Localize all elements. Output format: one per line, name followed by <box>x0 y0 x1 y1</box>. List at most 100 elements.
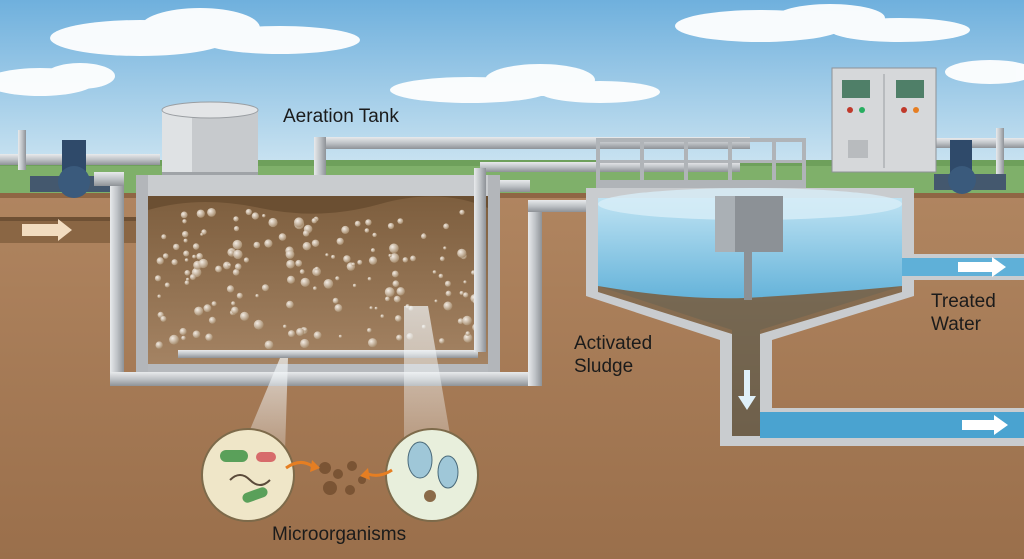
air-bubble <box>228 250 234 256</box>
control-panel-icon <box>832 68 936 172</box>
air-bubble <box>459 210 464 215</box>
air-bubble <box>157 257 164 264</box>
air-bubble <box>286 250 295 259</box>
air-bubble <box>185 280 190 285</box>
air-bubble <box>397 218 403 224</box>
air-bubble <box>283 325 287 329</box>
air-bubble <box>368 338 377 347</box>
air-bubble <box>204 304 212 312</box>
air-bubble <box>335 304 343 312</box>
air-bubble <box>169 335 179 345</box>
air-bubble <box>375 307 378 310</box>
air-bubble <box>255 294 258 297</box>
air-bubble <box>181 212 188 219</box>
air-bubble <box>335 276 339 280</box>
air-bubble <box>463 292 468 297</box>
air-bubble <box>395 315 402 322</box>
air-bubble <box>212 301 217 306</box>
air-bubble <box>352 263 356 267</box>
air-bubble <box>194 307 203 316</box>
air-bubble <box>385 287 395 297</box>
air-bubble <box>215 266 222 273</box>
air-bubble <box>388 223 394 229</box>
air-bubble <box>324 279 334 289</box>
air-bubble <box>279 233 287 241</box>
air-bubble <box>440 256 445 261</box>
air-bubble <box>190 274 196 280</box>
air-bubble <box>265 341 274 350</box>
air-bubble <box>314 269 321 276</box>
air-bubble <box>371 248 375 252</box>
air-bubble <box>303 230 309 236</box>
air-bubble <box>264 239 272 247</box>
air-bubble <box>192 255 196 259</box>
air-bubble <box>410 256 416 262</box>
air-bubble <box>246 209 252 215</box>
air-bubble <box>231 307 238 314</box>
air-bubble <box>228 263 231 266</box>
air-bubble <box>343 255 350 262</box>
air-bubble <box>160 316 166 322</box>
air-bubble <box>197 210 205 218</box>
air-bubble <box>357 260 362 265</box>
air-bubble <box>355 221 361 227</box>
air-bubble <box>233 250 242 259</box>
air-bubble <box>199 259 208 268</box>
air-bubble <box>314 331 322 339</box>
air-bubble <box>303 328 307 332</box>
air-bubble <box>394 296 401 303</box>
air-bubble <box>227 285 234 292</box>
air-bubble <box>457 249 466 258</box>
air-bubble <box>288 330 295 337</box>
air-bubble <box>392 271 399 278</box>
air-bubble <box>339 335 342 338</box>
air-bubble <box>397 287 405 295</box>
air-bubble <box>207 208 216 217</box>
air-bubble <box>403 257 408 262</box>
air-bubble <box>353 284 356 287</box>
air-bubble <box>341 226 349 234</box>
inlet-pipe <box>0 217 150 243</box>
air-bubble <box>367 328 372 333</box>
air-bubble <box>312 240 319 247</box>
air-bubble <box>161 234 166 239</box>
air-bubble <box>372 233 376 237</box>
air-bubble <box>244 257 249 262</box>
air-bubble <box>462 316 472 326</box>
air-bubble <box>313 286 317 290</box>
air-bubble <box>333 298 339 304</box>
air-bubble <box>268 218 277 227</box>
air-bubble <box>181 336 186 341</box>
air-bubble <box>262 284 269 291</box>
air-bubble <box>196 253 203 260</box>
air-bubble <box>233 216 238 221</box>
air-bubble <box>331 255 335 259</box>
air-bubble <box>286 301 294 309</box>
air-bubble <box>157 295 161 299</box>
air-bubble <box>237 293 243 299</box>
air-bubble <box>300 269 305 274</box>
air-bubble <box>254 320 264 330</box>
activated-sludge-label-line1: Activated <box>574 332 652 355</box>
air-bubble <box>234 226 239 231</box>
air-bubble <box>209 317 216 324</box>
air-bubble <box>433 270 437 274</box>
air-bubble <box>385 297 390 302</box>
air-bubble <box>186 278 189 281</box>
air-bubble <box>183 251 189 257</box>
air-bubble <box>163 253 169 259</box>
air-bubble <box>443 302 452 311</box>
air-bubble <box>193 243 199 249</box>
air-bubble <box>172 259 178 265</box>
air-bubble <box>286 260 295 269</box>
air-bubble <box>463 280 466 283</box>
air-bubble <box>231 301 235 305</box>
air-bubble <box>301 278 310 287</box>
air-bubble <box>303 242 311 250</box>
air-bubble <box>201 229 206 234</box>
air-bubble <box>381 314 385 318</box>
air-bubble <box>389 244 399 254</box>
air-bubble <box>182 231 188 237</box>
air-bubble <box>325 253 328 256</box>
